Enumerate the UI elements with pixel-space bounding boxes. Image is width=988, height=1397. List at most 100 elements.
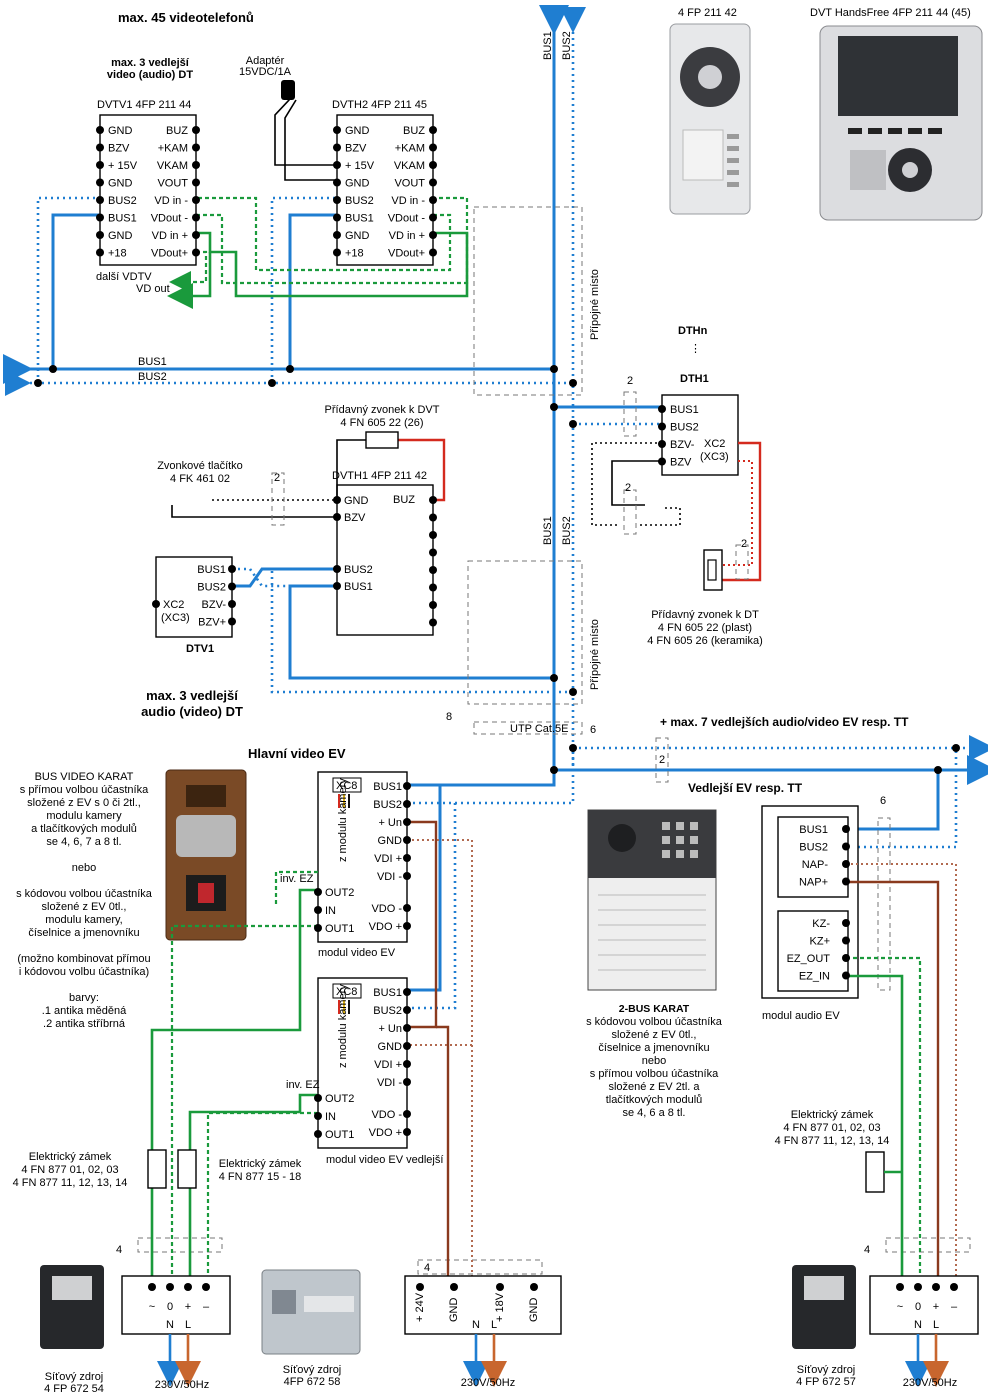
karat-right-line: číselnice a jmenovníku: [598, 1042, 709, 1054]
pin-label: BUS2: [373, 1005, 402, 1017]
pin-label: VDO -: [371, 903, 402, 915]
karat-right-line: nebo: [642, 1055, 666, 1067]
num-2-d: 2: [741, 538, 747, 550]
pin-label: VDI -: [377, 1077, 402, 1089]
psu-symbol: 0: [915, 1301, 921, 1313]
psu3-label: 4 FP 672 57: [796, 1376, 856, 1388]
terminal-dot: [403, 854, 411, 862]
terminal-dot: [429, 618, 437, 627]
terminal-dot: [842, 860, 850, 868]
terminal-dot: [842, 954, 850, 962]
terminal-dot: [192, 196, 200, 204]
pin-label: BUS1: [345, 213, 374, 225]
dtv1-xc2: XC2: [163, 599, 184, 611]
karat-left-line: i kódovou volbu účastníka): [19, 966, 149, 978]
pridavny-dt-2: 4 FN 605 22 (plast): [658, 622, 752, 634]
pin-label: + Un: [378, 1023, 402, 1035]
modul-audio-ev: [761, 805, 957, 1287]
terminal-dot: [429, 143, 437, 152]
karat-left-line: s přímou volbou účastníka: [20, 784, 149, 796]
psu1-label: 4 FP 672 54: [44, 1383, 104, 1395]
pin-label: KZ+: [810, 936, 830, 948]
pin-label: BZV: [344, 512, 366, 524]
pin-label: +KAM: [158, 143, 188, 155]
karat-left-line: s kódovou volbou účastníka: [16, 888, 153, 900]
terminal-dot: [96, 231, 104, 239]
terminal-dot: [403, 1110, 411, 1118]
dvth1-buz: BUZ: [393, 494, 415, 506]
product-image-bus-video-karat: [165, 769, 247, 941]
karat-left-line: se 4, 6, 7 a 8 tl.: [46, 836, 121, 848]
pin-label: + 15V: [108, 160, 138, 172]
pin-label: VKAM: [157, 160, 188, 172]
psu-symbol: ~: [149, 1301, 155, 1313]
pin-label: GND: [108, 125, 133, 137]
dth1-xc3: (XC3): [700, 451, 729, 463]
pin-label: NAP-: [802, 859, 829, 871]
terminal-dot: [314, 888, 322, 896]
pin-label: BUS1: [197, 564, 226, 576]
num-6-a: 6: [590, 724, 596, 736]
psu3-label: Síťový zdroj: [797, 1364, 856, 1376]
psu-symbol: +: [185, 1301, 191, 1313]
terminal-dot: [228, 582, 236, 591]
terminal-dot: [333, 496, 341, 504]
pin-label: VDout+: [151, 248, 188, 260]
terminal-dot: [192, 126, 200, 134]
terminal-dot: [403, 988, 411, 996]
dvth2-title: DVTH2 4FP 211 45: [332, 99, 427, 111]
terminal-dot: [96, 196, 104, 204]
dthn-dots: ⋮: [690, 343, 701, 355]
pridavny-dt-3: 4 FN 605 26 (keramika): [647, 635, 763, 647]
pin-label: BUZ: [166, 125, 188, 137]
audio-ev-label: modul audio EV: [762, 1010, 840, 1022]
terminal-dot: [333, 513, 341, 521]
num-2-a: 2: [274, 472, 280, 484]
connection-point-boxes: [137, 206, 971, 1275]
num-2-c: 2: [625, 482, 631, 494]
karat-right-line: složené z EV 0tl.,: [612, 1029, 697, 1041]
karat-left-line: složené z EV s 0 či 2tl.,: [27, 797, 141, 809]
terminal-dot: [333, 565, 341, 573]
dvtv1-dalsi: další VDTV: [96, 271, 152, 283]
terminal-dot: [842, 936, 850, 945]
lock-right-line: Elektrický zámek: [791, 1109, 874, 1121]
mve-zmod-1: z modulu kamery: [337, 778, 349, 862]
pin-label: +18: [345, 248, 364, 260]
pin-label: VDO +: [369, 921, 402, 933]
pin-label: BZV: [108, 143, 130, 155]
pin-label: BUS1: [373, 987, 402, 999]
psu-l: L: [491, 1319, 497, 1331]
karat-left-line: (možno kombinovat přímou: [17, 953, 150, 965]
pin-label: BUS2: [670, 422, 699, 434]
pin-label: VD in -: [154, 195, 188, 207]
terminal-dot: [333, 143, 341, 152]
pin-label: IN: [325, 905, 336, 917]
terminal-dot: [403, 836, 411, 844]
karat-left-line: .2 antika stříbrná: [43, 1018, 126, 1030]
terminal-dot: [429, 601, 437, 609]
pin-label: OUT1: [325, 1129, 354, 1141]
pin-label: + Un: [378, 817, 402, 829]
karat-left-line: .1 antika měděná: [42, 1005, 127, 1017]
terminal-dot: [192, 143, 200, 152]
psu-n: N: [472, 1319, 480, 1331]
terminal-dot: [314, 924, 322, 932]
karat-right-line: 2-BUS KARAT: [619, 1003, 690, 1015]
pin-label: VKAM: [394, 160, 425, 172]
karat-right-line: složené z EV 2tl. a: [608, 1081, 700, 1093]
terminal-dot: [429, 248, 437, 257]
terminal-dot: [333, 213, 341, 222]
pin-label: BUS2: [197, 582, 226, 594]
terminal-dot: [842, 842, 850, 851]
terminal-dot: [429, 583, 437, 592]
terminal-dot: [842, 877, 850, 886]
terminal-dot: [166, 1283, 174, 1291]
heading-max3-audio-2: audio (video) DT: [141, 704, 243, 719]
terminal-dot: [333, 248, 341, 257]
pin-label: +18: [108, 248, 127, 260]
terminal-dot: [96, 213, 104, 222]
